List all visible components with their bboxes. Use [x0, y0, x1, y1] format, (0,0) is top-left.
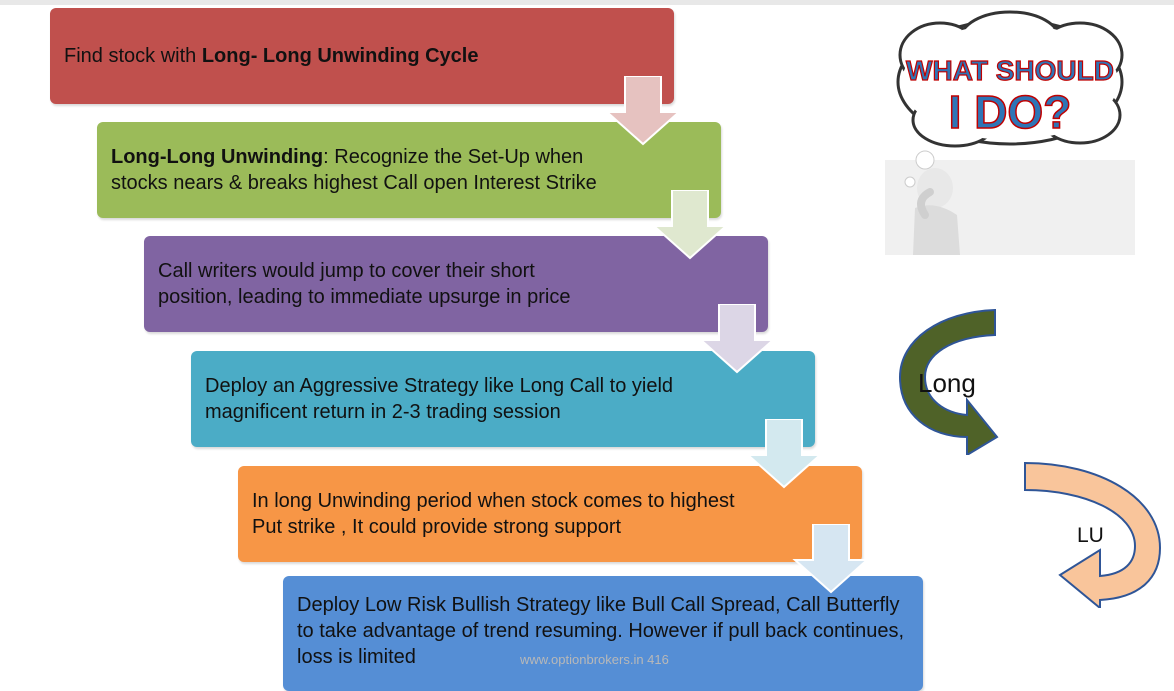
connector-arrow-4 — [745, 419, 823, 489]
connector-arrow-1 — [604, 76, 682, 146]
step-4-box: Deploy an Aggressive Strategy like Long … — [191, 351, 815, 447]
step-6-text: Deploy Low Risk Bullish Strategy like Bu… — [297, 594, 905, 668]
step-6-box: Deploy Low Risk Bullish Strategy like Bu… — [283, 576, 923, 691]
long-label: Long — [918, 368, 976, 398]
top-border — [0, 0, 1174, 5]
step-2-box: Long-Long Unwinding: Recognize the Set-U… — [97, 122, 721, 218]
connector-arrow-5 — [792, 524, 870, 594]
connector-arrow-3 — [698, 304, 776, 374]
thought-cloud-icon — [896, 10, 1124, 148]
thinking-figure-icon — [904, 150, 960, 255]
step-5-box: In long Unwinding period when stock come… — [238, 466, 862, 562]
step-1-prefix: Find stock with — [64, 45, 202, 67]
step-3-text: Call writers would jump to cover their s… — [158, 260, 571, 308]
step-4-text: Deploy an Aggressive Strategy like Long … — [205, 375, 674, 423]
step-2-bold: Long-Long Unwinding — [111, 146, 324, 168]
bubble-line-1: WHAT SHOULD — [906, 55, 1114, 86]
step-1-bold: Long- Long Unwinding Cycle — [201, 45, 479, 67]
lu-cycle-arrow-icon — [1024, 461, 1162, 608]
long-cycle-arrow-icon — [898, 308, 999, 455]
step-2-text: : Recognize the Set-Up when stocks nears… — [111, 146, 597, 194]
step-3-box: Call writers would jump to cover their s… — [144, 236, 768, 332]
bubble-line-2: I DO? — [949, 86, 1072, 138]
step-1-box: Find stock with Long- Long Unwinding Cyc… — [50, 8, 674, 104]
connector-arrow-2 — [651, 190, 729, 260]
what-should-i-do-illustration: WHAT SHOULD I DO? — [885, 10, 1135, 255]
watermark: www.optionbrokers.in 416 — [520, 652, 669, 667]
step-5-text: In long Unwinding period when stock come… — [252, 490, 735, 538]
lu-label: LU — [1077, 524, 1104, 547]
